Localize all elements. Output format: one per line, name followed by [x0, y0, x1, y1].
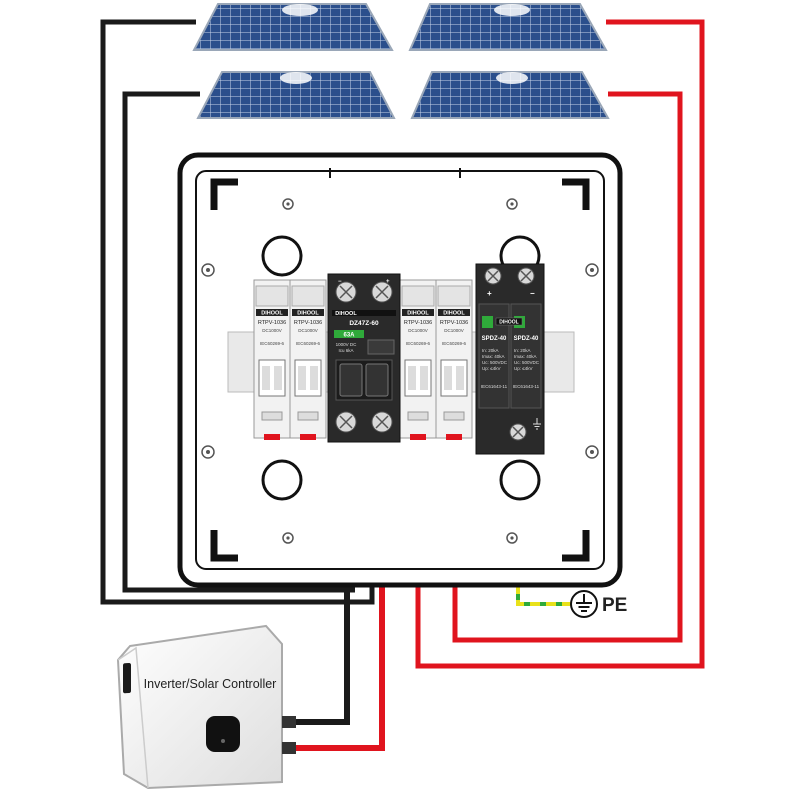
- fuse-rating: DC1000V: [298, 328, 318, 333]
- spd-spec: In: 20kA: [482, 348, 499, 353]
- ground-symbol-icon: [533, 418, 541, 430]
- inverter-display: [206, 716, 240, 752]
- fuse-brand: DIHOOL: [261, 311, 283, 317]
- solar-panel-bottom-left: [196, 71, 396, 119]
- fuse-rating: DC1000V: [408, 328, 428, 333]
- spd-standard: IEC61643-11: [513, 384, 540, 389]
- spd-minus: −: [530, 289, 535, 298]
- spd-spec: Uc: 500VDC: [482, 360, 508, 365]
- spd-plus: +: [487, 289, 492, 298]
- fuse-holder-4[interactable]: DIHOOL RTPV-1036 DC1000V IEC60269-6: [435, 279, 473, 440]
- spd-brand: DIHOOL: [499, 320, 518, 326]
- cable-gland-bottom-left: [261, 459, 303, 501]
- solar-panel-top-right: [408, 3, 608, 51]
- corner-bracket-bottom-right: [562, 530, 590, 562]
- corner-bracket-bottom-left: [210, 530, 238, 562]
- fuse-holder-3[interactable]: DIHOOL RTPV-1036 DC1000V IEC60269-6: [399, 279, 437, 440]
- inverter-body: [116, 624, 283, 790]
- breaker-voltage: 1000V DC: [336, 342, 358, 347]
- fuse-standard: IEC60269-6: [406, 341, 431, 346]
- fuse-model: RTPV-1036: [440, 320, 468, 326]
- fuse-holders: DIHOOL RTPV-1036 DC1000V IEC60269-6 DIHO…: [253, 279, 473, 440]
- spd-spec: Imax: 40kA: [514, 354, 537, 359]
- spd-spec: Up: ≤4kV: [514, 366, 532, 371]
- fuse-terminal: [264, 434, 280, 440]
- breaker-toggle-left[interactable]: [339, 363, 363, 397]
- fuse-standard: IEC60269-6: [260, 341, 285, 346]
- svg-text:+: +: [386, 279, 390, 285]
- fuse-terminal: [300, 434, 316, 440]
- fuse-model: RTPV-1036: [258, 320, 286, 326]
- fuse-rating: DC1000V: [262, 328, 282, 333]
- svg-text:−: −: [338, 279, 342, 285]
- cable-gland-top-left: [261, 235, 303, 277]
- fuse-terminal: [410, 434, 426, 440]
- screw-holes: [201, 198, 599, 544]
- fuse-brand: DIHOOL: [443, 311, 465, 317]
- breaker-brand: DIHOOL: [335, 311, 357, 317]
- breaker-toggle-right[interactable]: [365, 363, 389, 397]
- corner-bracket-top-right: [562, 178, 590, 210]
- wire-red-outer: [415, 19, 705, 669]
- spd-spec: In: 20kA: [514, 348, 531, 353]
- fuse-model: RTPV-1036: [294, 320, 322, 326]
- solar-panels: [192, 3, 610, 119]
- breaker-current-badge: [334, 330, 364, 338]
- inverter[interactable]: Inverter/Solar Controller: [116, 624, 296, 790]
- spd-standard: IEC61643-11: [481, 384, 508, 389]
- spd-status-indicator: [482, 316, 493, 328]
- inverter-indicator: [221, 739, 225, 743]
- enclosure-inner: [195, 170, 605, 570]
- corner-bracket-top-left: [210, 178, 238, 210]
- spd-model-left: SPDZ-40: [482, 336, 507, 342]
- spd-spec: Imax: 40kA: [482, 354, 505, 359]
- breaker-note: Icu 6kA: [338, 348, 353, 353]
- spd-spec: Uc: 500VDC: [514, 360, 540, 365]
- solar-panel-top-left: [192, 3, 394, 51]
- fuse-holder-1[interactable]: DIHOOL RTPV-1036 DC1000V IEC60269-6: [253, 279, 291, 440]
- breaker-current: 63A: [343, 333, 355, 339]
- spd-model-right: SPDZ-40: [514, 336, 539, 342]
- fuse-holder-2[interactable]: DIHOOL RTPV-1036 DC1000V IEC60269-6: [289, 279, 327, 440]
- fuse-standard: IEC60269-6: [442, 341, 467, 346]
- inverter-dc-port: [282, 716, 296, 728]
- fuse-rating: DC1000V: [444, 328, 464, 333]
- dc-breaker[interactable]: − + DIHOOL DZ47Z-60 63A 1000V DC Icu 6kA: [327, 273, 401, 443]
- inverter-side-vent: [123, 662, 131, 694]
- wire-black-inner: [122, 91, 355, 593]
- fuse-model: RTPV-1036: [404, 320, 432, 326]
- fuse-terminal: [446, 434, 462, 440]
- fuse-brand: DIHOOL: [297, 311, 319, 317]
- breaker-model: DZ47Z-60: [349, 320, 379, 327]
- fuse-standard: IEC60269-6: [296, 341, 321, 346]
- solar-panel-bottom-right: [410, 71, 610, 119]
- inverter-dc-port: [282, 742, 296, 754]
- fuse-brand: DIHOOL: [407, 311, 429, 317]
- surge-protector[interactable]: + − DIHOOL SPDZ-40 SPDZ-40 In: 20kA Imax…: [475, 263, 545, 455]
- inverter-label: Inverter/Solar Controller: [144, 677, 277, 691]
- spd-spec: Up: ≤4kV: [482, 366, 500, 371]
- cable-gland-bottom-right: [499, 459, 541, 501]
- protective-earth: PE: [570, 590, 627, 618]
- pe-label: PE: [602, 595, 627, 616]
